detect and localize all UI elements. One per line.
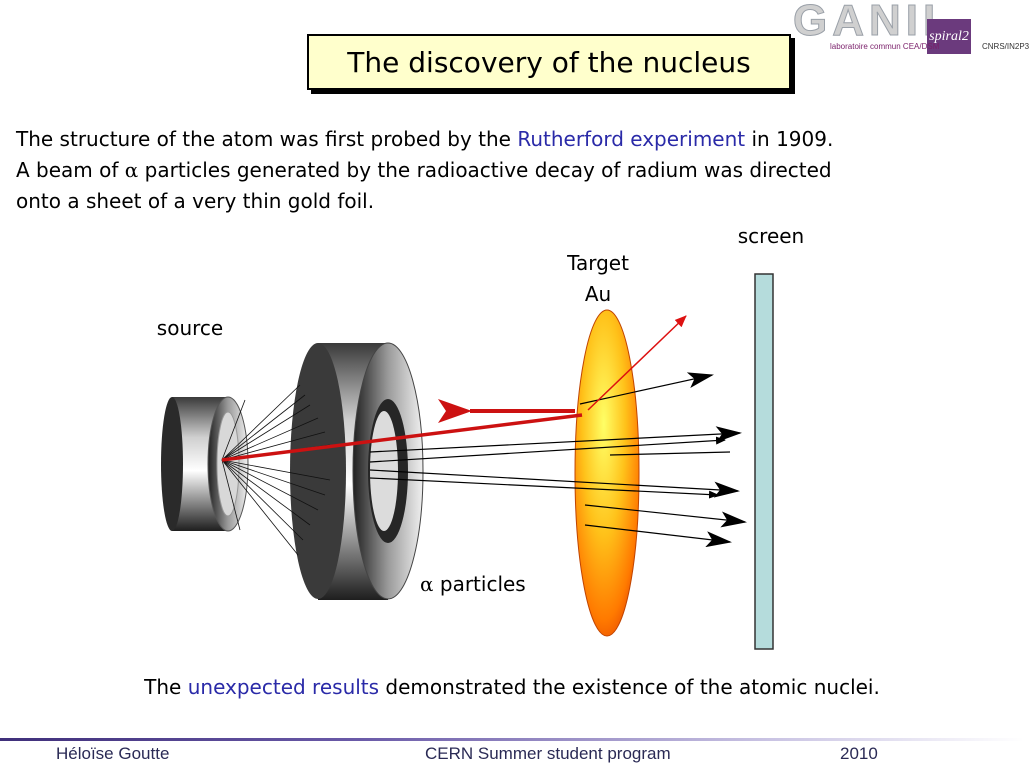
detector-screen xyxy=(754,273,774,650)
beam-line-8 xyxy=(609,451,731,456)
rutherford-highlight: Rutherford experiment xyxy=(517,127,746,151)
collimator-ring xyxy=(290,342,424,600)
slide-title: The discovery of the nucleus xyxy=(307,34,791,90)
gold-foil xyxy=(574,309,640,637)
intro-text-3: A beam of xyxy=(16,158,125,182)
beam-arrow-3 xyxy=(369,469,740,498)
label-source: source xyxy=(140,316,240,340)
logo-badge: spiral2 xyxy=(927,19,971,54)
source-ray-fan xyxy=(221,384,331,556)
label-alpha-particles: α particles xyxy=(420,572,560,596)
footer-year: 2010 xyxy=(840,744,878,763)
label-screen: screen xyxy=(726,224,816,248)
label-target: Target Au xyxy=(548,248,648,310)
conclusion-part1: The xyxy=(144,675,188,699)
deflected-red-beam xyxy=(587,315,687,411)
footer-author: Héloïse Goutte xyxy=(56,744,170,763)
beam-arrow-2 xyxy=(369,436,726,463)
label-particles-text: particles xyxy=(433,572,526,596)
logo-subtitle-left: laboratoire commun CEA/DSM xyxy=(830,42,940,51)
label-target-line2: Au xyxy=(584,282,612,306)
label-source-text: source xyxy=(156,316,224,340)
intro-text-2: in 1909. xyxy=(745,127,834,151)
label-alpha-symbol: α xyxy=(420,572,434,596)
ganil-logo: GANIL spiral2 laboratoire commun CEA/DSM… xyxy=(790,0,1029,62)
conclusion-text: The unexpected results demonstrated the … xyxy=(0,675,1024,699)
intro-paragraph: The structure of the atom was first prob… xyxy=(16,124,1016,217)
footer-event: CERN Summer student program xyxy=(425,744,671,763)
beam-arrow-7 xyxy=(584,524,732,548)
alpha-symbol: α xyxy=(124,158,139,182)
beam-arrow-1 xyxy=(369,426,742,453)
intro-text-1: The structure of the atom was first prob… xyxy=(16,127,518,151)
intro-text-5: onto a sheet of a very thin gold foil. xyxy=(16,189,375,213)
unexpected-results-highlight: unexpected results xyxy=(187,675,380,699)
incident-red-beam xyxy=(221,413,583,462)
beam-arrow-4 xyxy=(369,477,719,499)
logo-badge-text: spiral2 xyxy=(929,28,969,44)
beam-arrow-6 xyxy=(584,504,747,528)
logo-subtitle-right: CNRS/IN2P3 xyxy=(982,42,1029,51)
intro-text-4: particles generated by the radioactive d… xyxy=(138,158,832,182)
beam-arrow-5 xyxy=(579,372,714,405)
label-target-line1: Target xyxy=(567,251,629,275)
footer-divider xyxy=(0,738,1024,741)
label-screen-text: screen xyxy=(737,224,805,248)
logo-name: GANIL xyxy=(793,0,955,46)
transmitted-beams xyxy=(369,372,747,548)
conclusion-part2: demonstrated the existence of the atomic… xyxy=(379,675,880,699)
slide-title-text: The discovery of the nucleus xyxy=(347,45,751,79)
